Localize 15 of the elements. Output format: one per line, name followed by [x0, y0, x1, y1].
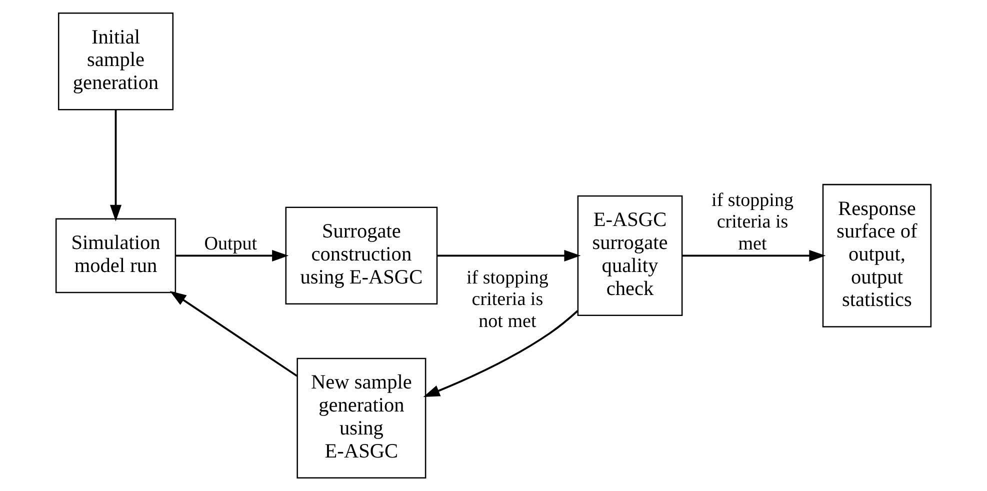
arrow: [110, 110, 122, 222]
node-box: Initial sample generation: [58, 12, 174, 110]
edge-label: if stopping criteria is met: [712, 190, 794, 254]
arrow: [682, 250, 826, 262]
edge-label: Output: [204, 233, 258, 254]
node-box: E-ASGC surrogate quality check: [577, 195, 683, 316]
node-box: Simulation model run: [55, 218, 176, 294]
node-box: Surrogate construction using E-ASGC: [285, 206, 438, 305]
arrow: [423, 310, 578, 397]
edge-label: if stopping criteria is not met: [466, 268, 548, 332]
arrow: [176, 250, 289, 262]
node-box: New sample generation using E-ASGC: [296, 358, 426, 478]
arrow: [170, 290, 298, 377]
arrow: [437, 250, 581, 262]
node-box: Response surface of output, output statistics: [822, 184, 932, 328]
